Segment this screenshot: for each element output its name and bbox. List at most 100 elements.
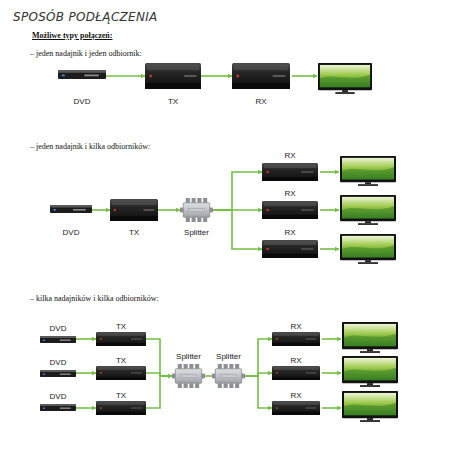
status-led	[100, 338, 102, 339]
splitter-port	[203, 198, 207, 203]
signal-connector	[92, 209, 110, 211]
tv-screen-icon	[342, 356, 398, 387]
extender-case	[262, 240, 318, 258]
splitter-port	[184, 383, 188, 388]
extender-logo	[131, 372, 142, 374]
signal-connector	[205, 375, 212, 377]
extender-top	[98, 367, 145, 370]
extender-case	[145, 63, 201, 89]
device-label: Splitter	[184, 228, 209, 237]
splitter-port	[235, 383, 239, 388]
splitter-port	[202, 374, 205, 379]
extender-top	[264, 202, 317, 206]
device-label: RX	[284, 189, 295, 198]
splitter-port	[229, 364, 233, 369]
extender-top	[111, 200, 156, 205]
device-label: RX	[290, 356, 301, 365]
extender-box: TX	[110, 199, 158, 221]
device-label: Splitter	[216, 352, 241, 361]
extender-body	[96, 366, 146, 380]
extender-front	[232, 83, 290, 89]
splitter-plate	[188, 208, 205, 211]
extender-front	[96, 377, 146, 380]
dvd-player: DVD	[40, 370, 76, 377]
device-label: RX	[290, 322, 301, 331]
device-label: TX	[129, 228, 139, 237]
tv-screen-icon	[340, 195, 396, 225]
signal-connector	[158, 209, 180, 211]
dvd-tray	[84, 75, 98, 77]
extender-logo	[144, 209, 155, 210]
dvd-player: DVD	[58, 70, 106, 79]
extender-front	[96, 343, 146, 346]
dvd-top	[50, 205, 92, 207]
splitter-port	[192, 217, 196, 222]
extender-box: RX	[272, 332, 320, 346]
device-label: TX	[116, 322, 126, 331]
splitter-port	[212, 374, 215, 379]
dvd-top	[40, 404, 76, 406]
extender-case	[262, 163, 318, 181]
tv-feed-arrow	[322, 338, 341, 340]
extender-top	[264, 164, 317, 168]
extender-case	[232, 63, 290, 89]
extender-body	[272, 401, 320, 415]
splitter-box: Splitter	[212, 364, 245, 388]
extender-body	[232, 63, 290, 89]
extender-box: RX	[262, 163, 318, 181]
extender-case	[96, 401, 146, 415]
splitter-port	[218, 364, 222, 369]
extender-top	[234, 64, 289, 70]
device-label: DVD	[50, 324, 67, 333]
status-led	[276, 372, 278, 373]
extender-logo	[301, 248, 313, 250]
tv-screen-icon	[340, 234, 396, 264]
tv-feed-arrow	[292, 75, 317, 77]
extender-front	[145, 83, 201, 89]
tv-feed-arrow	[320, 209, 339, 211]
tv-screen-icon	[340, 156, 396, 186]
dvd-case	[40, 336, 76, 343]
extender-box: TX	[96, 366, 146, 380]
page-title: SPOSÓB PODŁĄCZENIA	[13, 10, 158, 24]
extender-top	[273, 333, 318, 336]
splitter-port	[224, 383, 228, 388]
dvd-body	[58, 70, 106, 79]
signal-connector	[245, 339, 272, 376]
dvd-case	[58, 70, 106, 79]
extender-case	[110, 199, 158, 221]
dvd-top	[58, 70, 106, 73]
device-label: RX	[284, 151, 295, 160]
tv-group	[318, 63, 398, 422]
extender-box: RX	[232, 63, 290, 89]
dvd-player: DVD	[50, 205, 92, 213]
dvd-body	[40, 370, 76, 377]
extender-body	[262, 163, 318, 181]
splitter-port	[229, 383, 233, 388]
extender-logo	[131, 338, 142, 340]
splitter-case	[215, 369, 241, 383]
extender-front	[262, 215, 318, 219]
signal-connector	[213, 210, 262, 249]
dvd-tray	[60, 408, 71, 409]
tv-feed-arrow	[322, 372, 341, 374]
status-led	[266, 248, 268, 250]
extender-box: TX	[145, 63, 201, 89]
status-led	[149, 75, 151, 78]
splitter-port	[197, 198, 201, 203]
extender-top	[98, 402, 145, 405]
extender-box: RX	[272, 401, 320, 415]
extender-body	[96, 332, 146, 346]
extender-front	[272, 343, 320, 346]
splitter-port	[197, 217, 201, 222]
status-led	[100, 407, 102, 408]
tv-screen-icon	[342, 322, 398, 353]
device-label: TX	[116, 391, 126, 400]
section-note: – jeden nadajnik i kilka odbiorników:	[30, 142, 150, 151]
device-label: TX	[168, 97, 178, 106]
splitter-port	[186, 217, 190, 222]
extender-box: TX	[96, 401, 146, 415]
device-label: RX	[284, 228, 295, 237]
status-led	[114, 209, 116, 211]
